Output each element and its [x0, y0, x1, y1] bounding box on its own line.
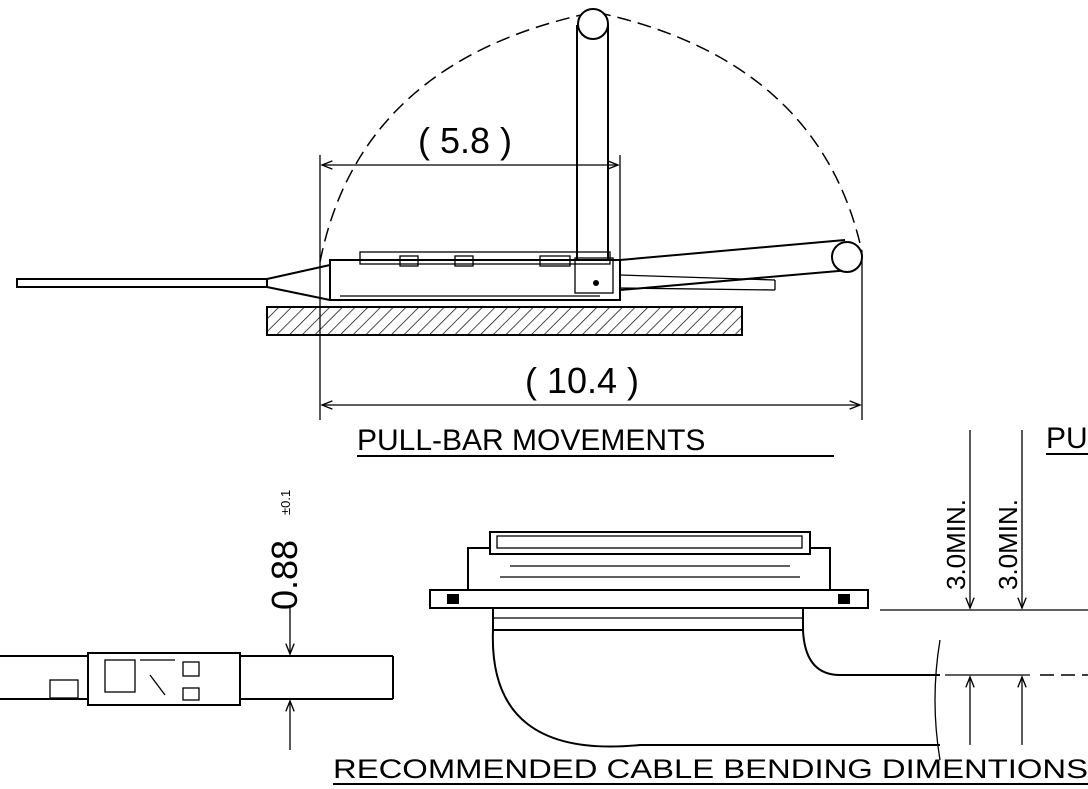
dimension-upper-label: ( 5.8 ) [418, 120, 512, 161]
clearance-dimension-2: 3.0MIN. [993, 430, 1027, 745]
side-view: 0.88 ±0.1 [0, 490, 394, 750]
clearance-dimension-1: 3.0MIN. [941, 430, 975, 745]
pullbar-movements-view: ( 5.8 ) ( 10.4 ) PULL-BAR MOVEMENTS [16, 8, 863, 457]
connector-body-side [329, 251, 776, 301]
dimension-upper: ( 5.8 ) [319, 120, 621, 420]
clearance-1-label: 3.0MIN. [941, 499, 971, 590]
thickness-value: 0.88 [264, 540, 305, 610]
pullbar-movements-title: PULL-BAR MOVEMENTS [357, 424, 705, 457]
dimension-lower: ( 10.4 ) [320, 252, 863, 420]
thickness-tolerance: ±0.1 [278, 490, 293, 515]
clearance-2-label: 3.0MIN. [993, 499, 1023, 590]
cable-bending-title: RECOMMENDED CABLE BENDING DIMENTIONS [333, 754, 1088, 784]
dimension-lower-label: ( 10.4 ) [525, 360, 639, 401]
pullbar-open-position [576, 8, 609, 285]
pullbar-rotated-position [619, 239, 863, 291]
bent-cable [491, 629, 940, 748]
cable-bending-view: 3.0MIN. 3.0MIN. PU RECOMMENDED CABLE BEN… [333, 422, 1088, 785]
fpc-cable [16, 264, 331, 301]
cut-title: PU [1046, 422, 1088, 455]
pcb-substrate [266, 306, 743, 336]
pullbar-rotation-arc [319, 11, 863, 263]
connector-front-view [429, 531, 869, 631]
